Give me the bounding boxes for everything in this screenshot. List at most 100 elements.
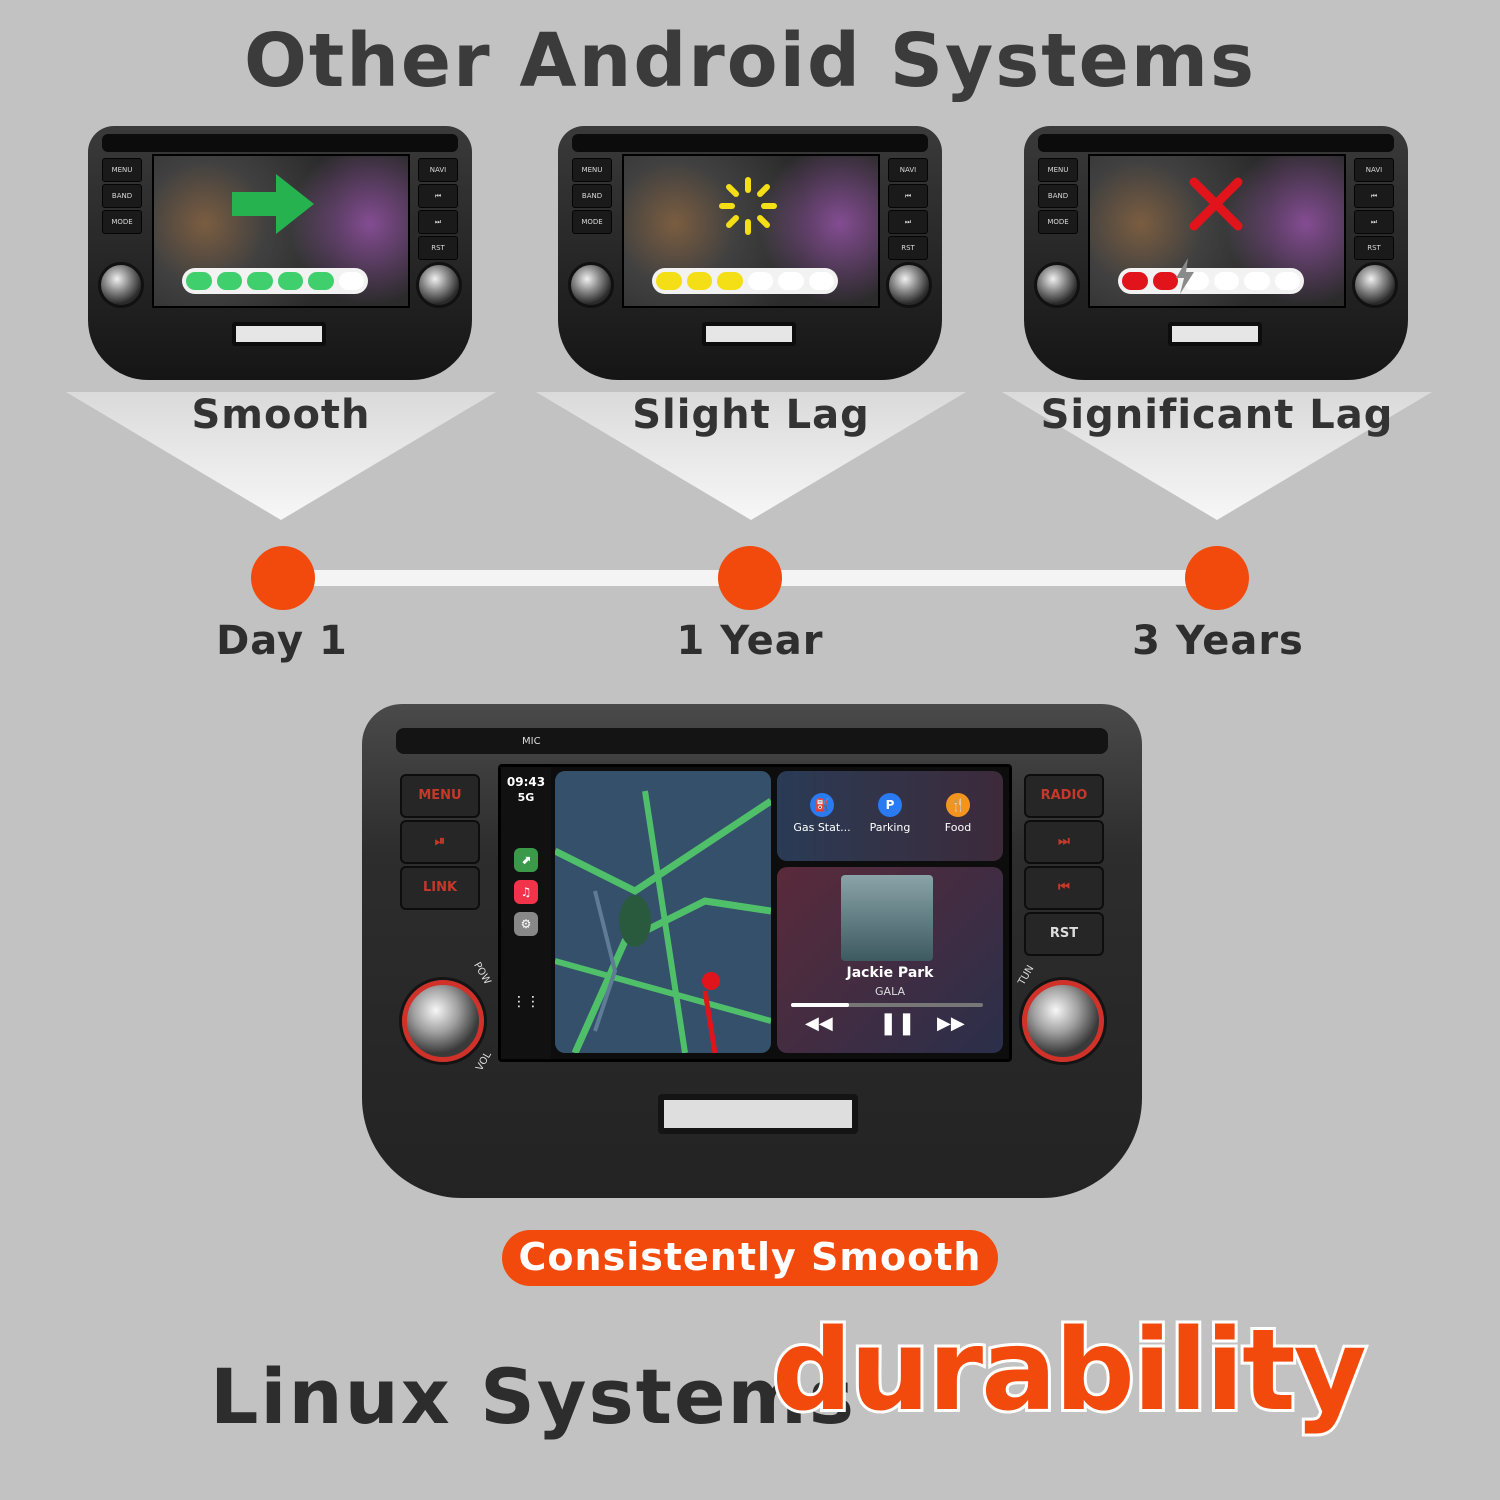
stage-label-significant-lag: Significant Lag	[1040, 392, 1394, 438]
rst-button: RST	[888, 236, 928, 260]
menu-button: MENU	[400, 774, 480, 818]
fuel-icon: ⛽	[810, 793, 834, 817]
gas-station-shortcut: ⛽ Gas Stat...	[791, 793, 853, 834]
map-view	[555, 771, 771, 1053]
progress-segment	[216, 272, 242, 290]
progress-segment	[1122, 272, 1148, 290]
menu-button: MENU	[572, 158, 612, 182]
menu-button: MENU	[1038, 158, 1078, 182]
next-button: ⏭	[1354, 210, 1394, 234]
timeline-dot	[718, 546, 782, 610]
navi-button: NAVI	[418, 158, 458, 182]
mode-button: MODE	[572, 210, 612, 234]
stage-pointer	[536, 392, 966, 520]
lightning-icon	[1176, 258, 1194, 294]
stage-pointer	[66, 392, 496, 520]
stage-label-smooth: Smooth	[191, 392, 371, 438]
time-label-day1: Day 1	[216, 618, 348, 664]
stereo-unit-3years: MENU BAND MODE NAVI ⏮ ⏭ RST	[1024, 126, 1408, 380]
album-art	[841, 875, 933, 961]
radio-button: RADIO	[1024, 774, 1104, 818]
progress-segment	[247, 272, 273, 290]
carplay-sidebar: 09:43 5G ⬈ ♫ ⚙ ⋮⋮	[501, 767, 551, 1059]
song-title: Jackie Park	[846, 965, 934, 981]
pause-icon: ❚❚	[879, 1011, 916, 1036]
timeline-dot	[251, 546, 315, 610]
rewind-icon: ◀◀	[805, 1013, 833, 1034]
volume-knob	[1034, 262, 1080, 308]
speed-progress-bar	[182, 268, 368, 294]
play-pause-button: ⏯	[400, 820, 480, 864]
card-slot	[658, 1094, 858, 1134]
stereo-unit-day1: MENU BAND MODE NAVI ⏮ ⏭ RST	[88, 126, 472, 380]
tune-knob	[1352, 262, 1398, 308]
band-button: BAND	[572, 184, 612, 208]
map-roads	[555, 790, 771, 1053]
progress-segment	[1152, 272, 1178, 290]
progress-segment	[656, 272, 682, 290]
page-title: Other Android Systems	[243, 18, 1257, 104]
card-slot	[702, 322, 796, 346]
shortcut-panel: ⛽ Gas Stat... P Parking 🍴 Food	[777, 771, 1003, 861]
progress-segment	[1244, 272, 1270, 290]
signal-indicator: 5G	[517, 791, 535, 804]
progress-segment	[747, 272, 773, 290]
progress-segment	[778, 272, 804, 290]
band-button: BAND	[1038, 184, 1078, 208]
volume-knob	[402, 980, 484, 1062]
music-app-icon: ♫	[514, 880, 538, 904]
volume-knob	[568, 262, 614, 308]
progress-segment	[186, 272, 212, 290]
progress-segment	[308, 272, 334, 290]
link-button: LINK	[400, 866, 480, 910]
stereo-unit-1year: MENU BAND MODE NAVI ⏮ ⏭ RST	[558, 126, 942, 380]
left-button-column: MENU BAND MODE	[102, 158, 142, 236]
mic-label: MIC	[522, 736, 541, 747]
right-button-column: NAVI ⏮ ⏭ RST	[888, 158, 928, 262]
navi-button: NAVI	[888, 158, 928, 182]
speed-progress-bar	[1118, 268, 1304, 294]
now-playing-panel: Jackie Park GALA ◀◀ ❚❚ ▶▶	[777, 867, 1003, 1053]
speed-progress-bar	[652, 268, 838, 294]
right-button-column: NAVI ⏮ ⏭ RST	[1354, 158, 1394, 262]
right-button-column: NAVI ⏮ ⏭ RST	[418, 158, 458, 262]
song-progress-fill	[791, 1003, 849, 1007]
food-icon: 🍴	[946, 793, 970, 817]
band-button: BAND	[102, 184, 142, 208]
mode-button: MODE	[1038, 210, 1078, 234]
artist-name: GALA	[875, 985, 905, 998]
time-label-3years: 3 Years	[1132, 618, 1304, 664]
consistently-smooth-badge: Consistently Smooth	[502, 1230, 998, 1286]
durability-heading: durability	[769, 1303, 1370, 1439]
maps-app-icon: ⬈	[514, 848, 538, 872]
menu-button: MENU	[102, 158, 142, 182]
next-button: ⏭	[418, 210, 458, 234]
song-progress-track	[791, 1003, 983, 1007]
time-label-1year: 1 Year	[676, 618, 824, 664]
card-slot	[232, 322, 326, 346]
parking-icon: P	[878, 793, 902, 817]
rst-button: RST	[418, 236, 458, 260]
progress-segment	[717, 272, 743, 290]
left-button-column: MENU BAND MODE	[1038, 158, 1078, 236]
carplay-screen: 09:43 5G ⬈ ♫ ⚙ ⋮⋮ ⛽ Gas Stat...	[498, 764, 1012, 1062]
left-button-column: MENU BAND MODE	[572, 158, 612, 236]
progress-segment	[1274, 272, 1300, 290]
stage-pointer	[1002, 392, 1432, 520]
progress-segment	[808, 272, 834, 290]
red-cross-icon	[1189, 177, 1243, 231]
volume-knob	[98, 262, 144, 308]
progress-segment	[686, 272, 712, 290]
stereo-screen	[152, 154, 410, 308]
stage-label-slight-lag: Slight Lag	[632, 392, 870, 438]
rst-button: RST	[1354, 236, 1394, 260]
parking-shortcut: P Parking	[859, 793, 921, 834]
tune-knob	[416, 262, 462, 308]
fast-forward-icon: ▶▶	[937, 1013, 965, 1034]
stereo-screen	[622, 154, 880, 308]
linux-systems-heading: Linux Systems	[210, 1352, 856, 1441]
linux-stereo-unit: MIC MENU ⏯ LINK RADIO ⏭ ⏮ RST POW VOL TU…	[362, 704, 1142, 1198]
navi-button: NAVI	[1354, 158, 1394, 182]
clock: 09:43	[506, 775, 546, 789]
prev-button: ⏮	[1354, 184, 1394, 208]
